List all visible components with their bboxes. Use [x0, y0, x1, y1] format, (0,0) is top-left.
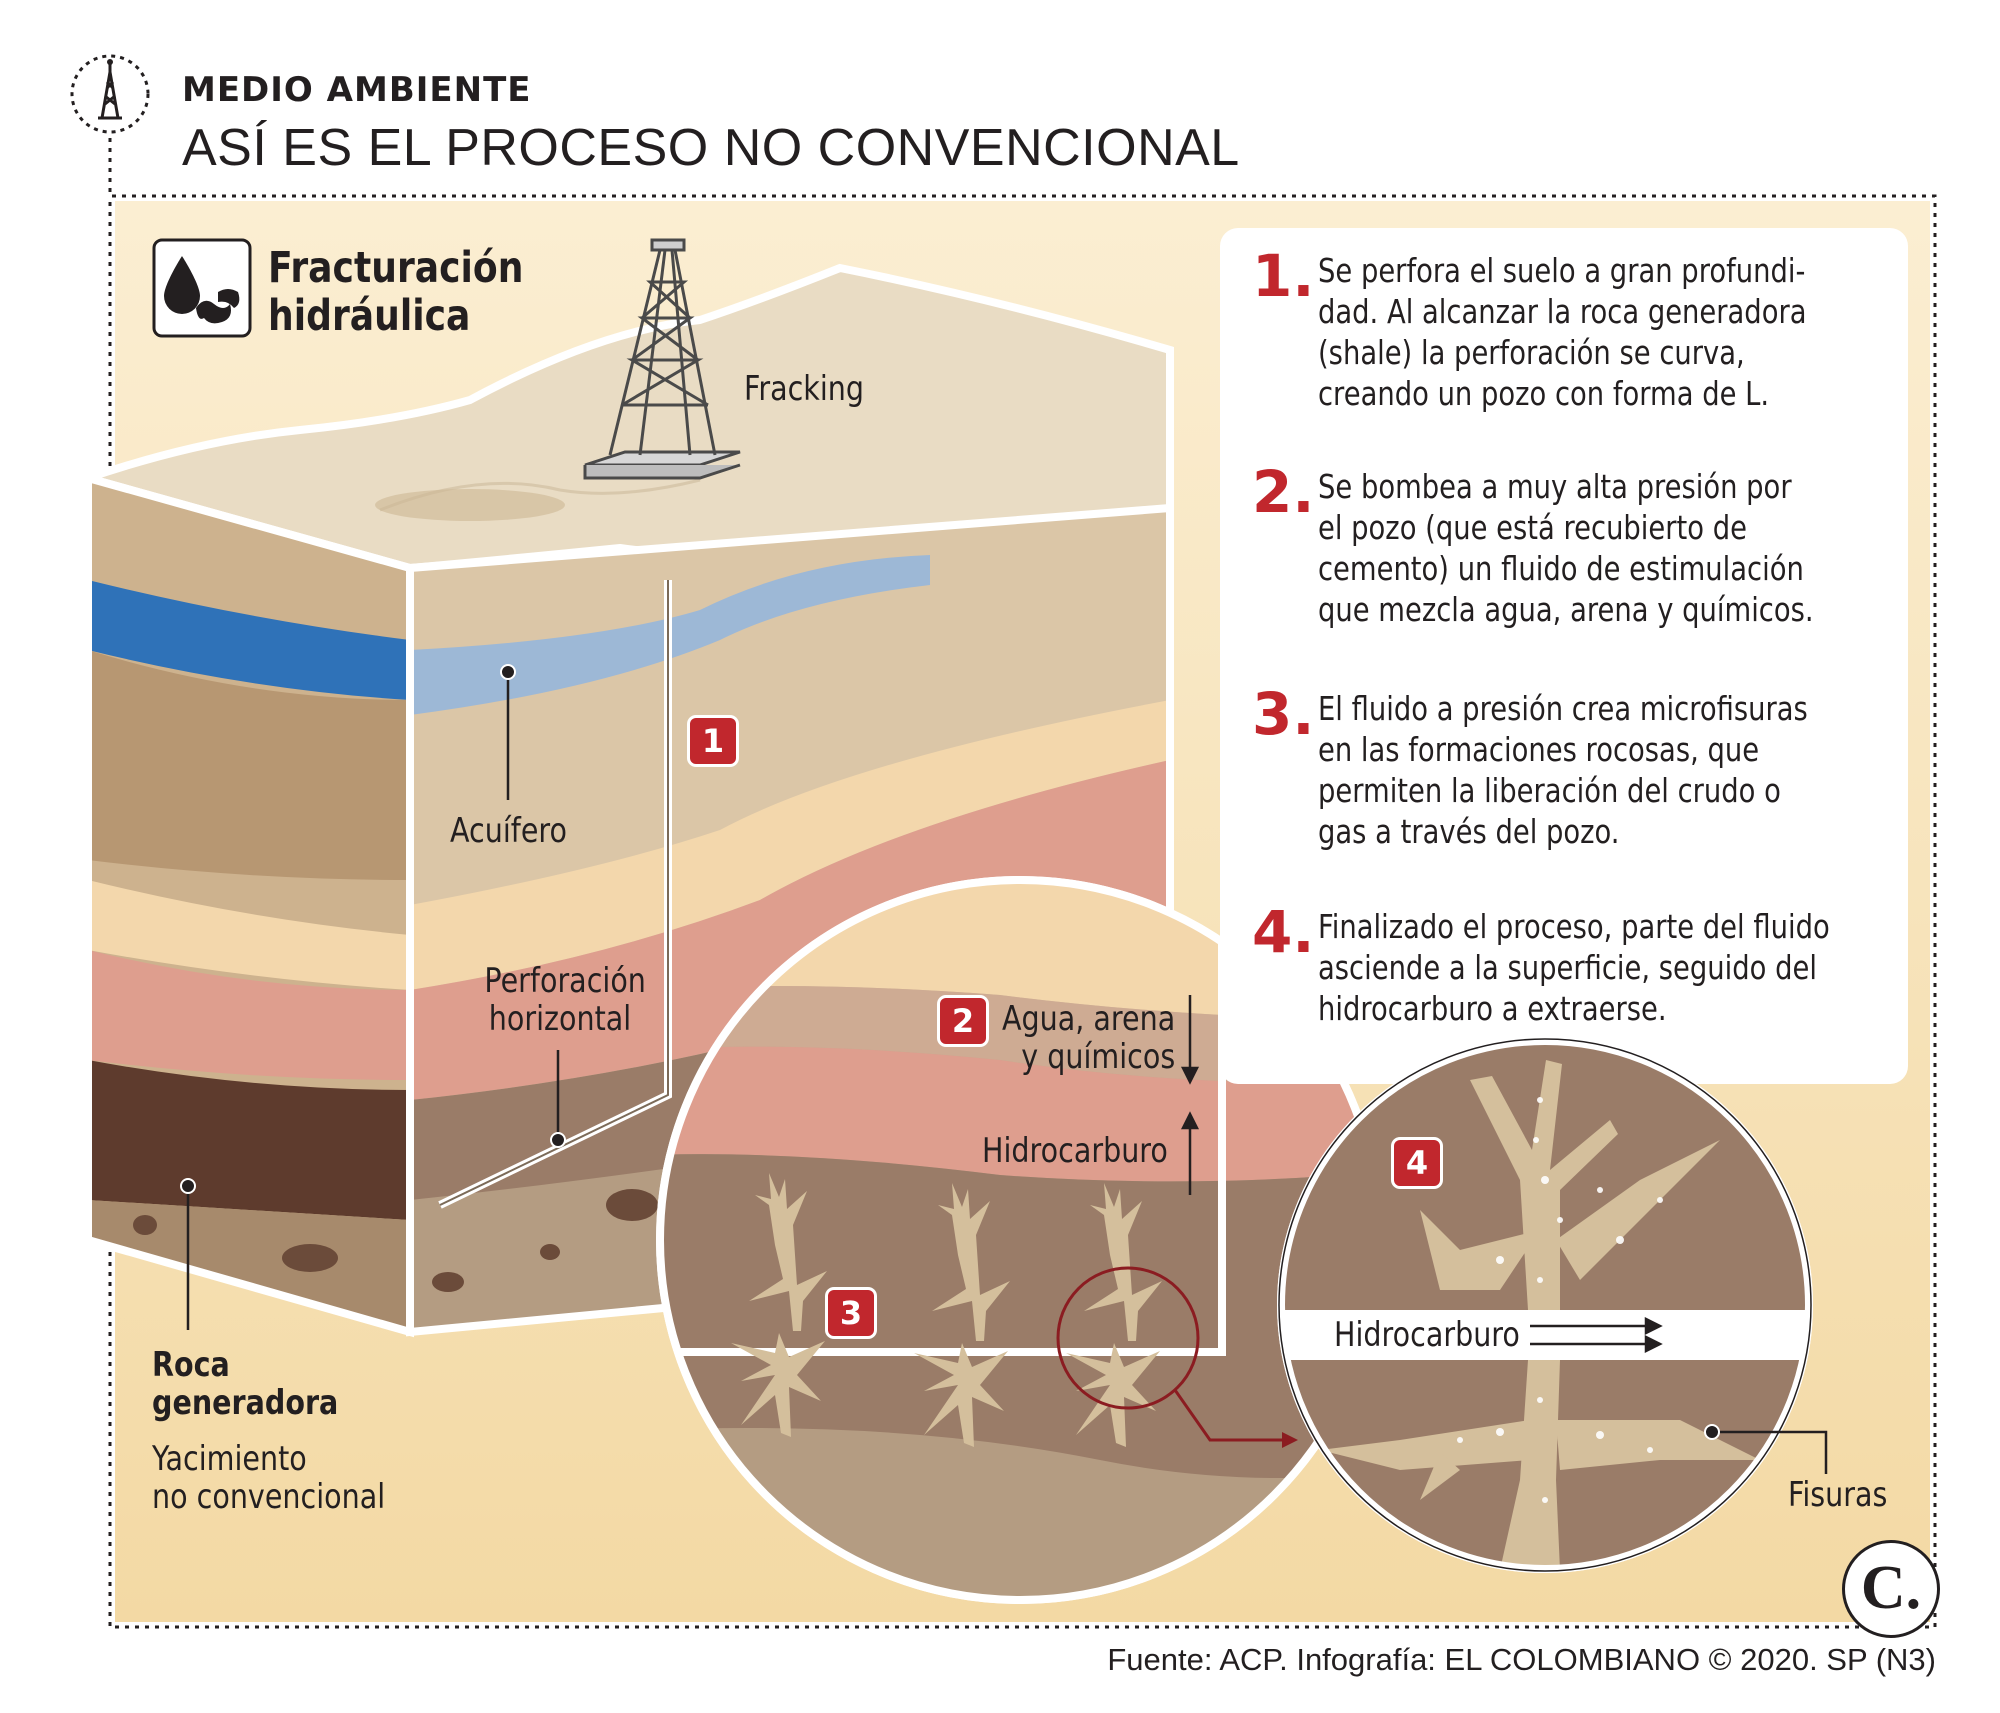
step-3-text: El fluido a presión crea microfisuras en… — [1318, 689, 1808, 851]
el-colombiano-logo: C. — [1842, 1540, 1940, 1638]
card-title-line2: hidráulica — [268, 291, 471, 341]
zoom-circle-small — [1277, 1037, 1828, 1573]
card-title: Fracturación hidráulica — [268, 244, 523, 340]
label-source-rock: Roca generadora — [152, 1346, 338, 1422]
label-hydrocarbon-up: Hidrocarburo — [982, 1131, 1168, 1171]
card-title-line1: Fracturación — [268, 243, 524, 293]
step-4-number: 4. — [1252, 898, 1315, 966]
label-aquifer: Acuífero — [450, 811, 567, 851]
badge-step-1: 1 — [690, 718, 736, 764]
page-title: ASÍ ES EL PROCESO NO CONVENCIONAL — [182, 119, 1240, 177]
step-2-text: Se bombea a muy alta presión por el pozo… — [1318, 467, 1814, 629]
label-fissures: Fisuras — [1788, 1475, 1888, 1515]
badge-step-4: 4 — [1394, 1140, 1440, 1186]
step-2-number: 2. — [1252, 458, 1315, 526]
step-1-number: 1. — [1252, 242, 1315, 310]
label-horizontal-line2: horizontal — [488, 999, 632, 1039]
drilling-derrick — [583, 238, 741, 480]
step-1-text: Se perfora el suelo a gran profundi- dad… — [1318, 251, 1807, 413]
label-source-rock-line1: Roca — [152, 1345, 230, 1385]
label-deposit-line2: no convencional — [152, 1477, 386, 1517]
label-horizontal-drilling: Perforación horizontal — [484, 961, 646, 1039]
section-heading: MEDIO AMBIENTE — [182, 70, 532, 110]
label-fracking: Fracking — [744, 369, 865, 409]
label-fluid-line1: Agua, arena — [1002, 999, 1176, 1039]
source-credit: Fuente: ACP. Infografía: EL COLOMBIANO ©… — [1107, 1642, 1936, 1677]
label-hydrocarbon-flow: Hidrocarburo — [1334, 1315, 1520, 1355]
label-horizontal-line1: Perforación — [484, 961, 646, 1001]
label-deposit-line1: Yacimiento — [152, 1439, 307, 1479]
label-unconventional-deposit: Yacimiento no convencional — [152, 1440, 385, 1516]
header-derrick-icon — [68, 52, 152, 141]
badge-step-2: 2 — [940, 998, 986, 1044]
label-fluid-line2: y químicos — [1021, 1037, 1176, 1077]
label-fluid: Agua, arena y químicos — [1002, 1000, 1175, 1076]
label-source-rock-line2: generadora — [152, 1383, 339, 1423]
badge-step-3: 3 — [828, 1290, 874, 1336]
fracturing-icon — [152, 238, 252, 343]
logo-text: C. — [1860, 1554, 1922, 1622]
step-3-number: 3. — [1252, 680, 1315, 748]
step-4-text: Finalizado el proceso, parte del fluido … — [1318, 907, 1830, 1028]
